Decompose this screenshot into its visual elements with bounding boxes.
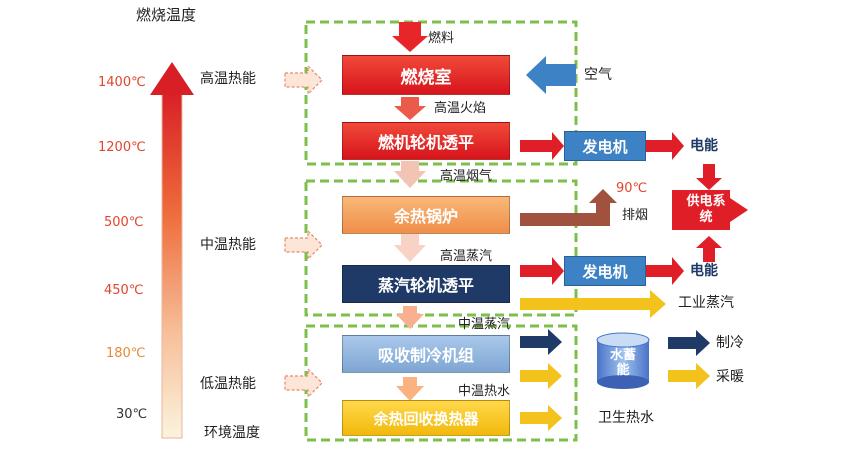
cooling-output: 制冷 [716, 335, 744, 351]
heat-exchanger-box: 余热回收换热器 [342, 400, 510, 436]
power-down-arrow [696, 164, 722, 190]
power-up-arrow [696, 236, 722, 262]
mid-level-label: 中温热能 [200, 237, 256, 253]
absorption-chiller-box: 吸收制冷机组 [342, 335, 510, 373]
mid-steam-arrow [396, 306, 424, 329]
tick-180: 180℃ [106, 346, 146, 361]
high-steam-arrow [394, 233, 426, 262]
steam-to-generator-arrow [520, 257, 564, 285]
industrial-steam-arrow [520, 290, 666, 318]
hot-water-arrow [396, 377, 424, 401]
scale-title: 燃烧温度 [136, 6, 197, 24]
generator-box-2: 发电机 [564, 256, 646, 286]
tick-1200: 1200℃ [98, 140, 146, 155]
steam-turbine-box: 蒸汽轮机透平 [342, 265, 510, 303]
fuel-label: 燃料 [428, 31, 455, 46]
tick-500: 500℃ [104, 215, 144, 230]
ambient-temp-label: 环境温度 [204, 425, 260, 441]
tick-450: 450℃ [104, 283, 144, 298]
waste-heat-boiler-box: 余热锅炉 [342, 196, 510, 234]
high-level-arrow [284, 64, 323, 96]
high-flame-label: 高温火焰 [434, 101, 487, 116]
mid-hot-water-label: 中温热水 [458, 384, 511, 399]
combustion-chamber-box: 燃烧室 [342, 55, 510, 95]
high-temp-frame [304, 20, 578, 166]
high-flue-gas-label: 高温烟气 [440, 169, 493, 184]
storage-tank-icon [596, 332, 650, 389]
generator2-to-power-arrow [646, 257, 684, 285]
chiller-cold-arrow [520, 329, 562, 355]
storage-tank-label: 水蓄能 [610, 348, 637, 378]
electricity-output-1: 电能 [690, 138, 718, 154]
generator-to-power-arrow [646, 132, 684, 160]
high-level-label: 高温热能 [200, 71, 256, 87]
tick-1400: 1400℃ [98, 75, 146, 90]
power-supply-label: 供电系统 [686, 194, 726, 225]
tank-heat-arrow [668, 363, 710, 389]
flame-arrow [394, 97, 426, 120]
high-steam-label: 高温蒸汽 [440, 249, 493, 264]
tank-cold-arrow [668, 330, 710, 356]
industrial-steam-output: 工业蒸汽 [678, 295, 734, 311]
air-label: 空气 [584, 67, 612, 83]
exhaust-temp-label: 90℃ [616, 181, 648, 196]
mid-temp-frame [304, 179, 578, 317]
low-level-arrow [284, 367, 323, 399]
gas-turbine-box: 燃机轮机透平 [342, 122, 510, 160]
heating-output: 采暖 [716, 369, 744, 385]
low-temp-frame [304, 324, 578, 442]
exhaust-label: 排烟 [622, 208, 649, 223]
power-supply-shape [672, 190, 748, 230]
turbine-to-generator-arrow [520, 132, 564, 160]
air-arrow [526, 56, 576, 94]
tick-30: 30℃ [116, 407, 148, 422]
exhaust-arrow [520, 189, 617, 226]
flue-gas-arrow [394, 161, 426, 188]
generator-box-1: 发电机 [564, 131, 646, 161]
chiller-heat-arrow [520, 363, 562, 389]
mid-level-arrow [284, 229, 323, 261]
electricity-output-2: 电能 [690, 263, 718, 279]
exchanger-water-arrow [520, 405, 562, 431]
hot-water-output: 卫生热水 [598, 410, 654, 426]
low-level-label: 低温热能 [200, 376, 256, 392]
mid-steam-label: 中温蒸汽 [458, 317, 511, 332]
fuel-arrow [392, 22, 428, 52]
temperature-arrow [150, 62, 194, 439]
